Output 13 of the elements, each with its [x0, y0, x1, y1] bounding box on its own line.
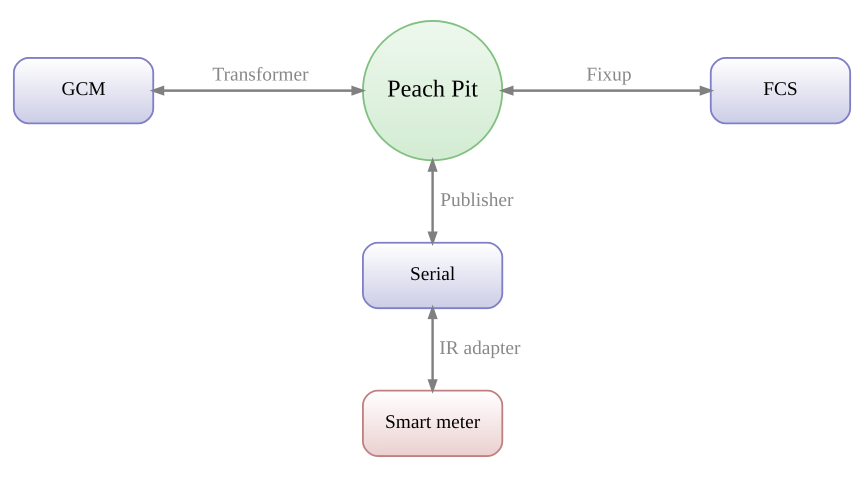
arrow [149, 86, 366, 96]
node-box: Smart meter [362, 390, 503, 457]
edge-label: Publisher [440, 190, 513, 212]
node-box: GCM [12, 57, 154, 124]
node-box: Serial [362, 242, 503, 310]
edge-label: Fixup [586, 64, 632, 86]
arrow [498, 86, 714, 96]
node-box: FCS [709, 57, 851, 124]
edge-label: IR adapter [438, 338, 520, 360]
edge-label: Transformer [212, 64, 308, 86]
node-circle: Peach Pit [362, 20, 503, 162]
arrow [427, 304, 438, 394]
arrow [427, 157, 438, 246]
